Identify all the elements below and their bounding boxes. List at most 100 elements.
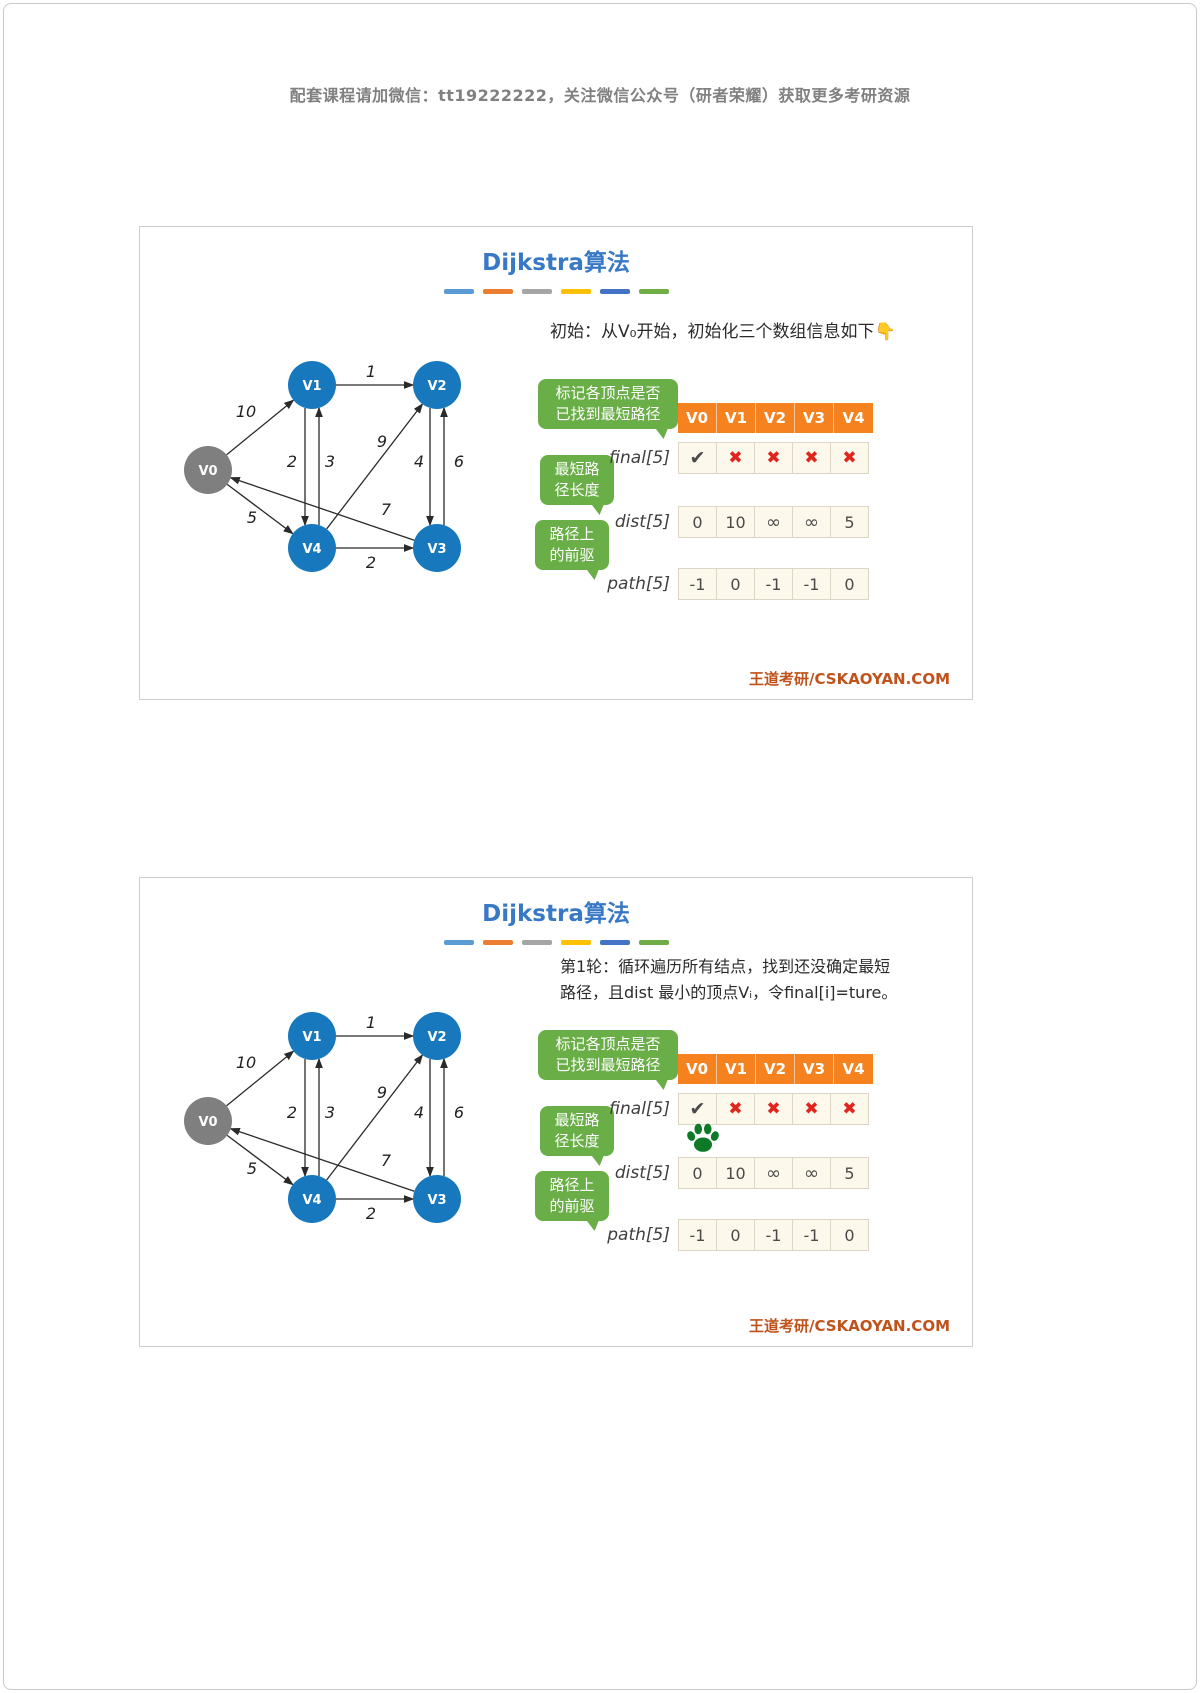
divider-dash — [599, 289, 630, 294]
path-cell-v1: 0 — [716, 568, 755, 600]
divider-dash — [482, 289, 513, 294]
node-v4: V4 — [288, 524, 336, 572]
divider-dash — [521, 289, 552, 294]
table-header-v1: V1 — [717, 403, 756, 433]
edge-weight-v4-v3: 2 — [366, 1204, 376, 1223]
slide-round1: Dijkstra算法 第1轮：循环遍历所有结点，找到还没确定最短 路径，且dis… — [139, 877, 973, 1347]
final-cell-v1: ✖ — [716, 1093, 755, 1125]
slide-caption: 初始：从V₀开始，初始化三个数组信息如下👇 — [550, 319, 896, 345]
final-cell-v4: ✖ — [830, 1093, 869, 1125]
note-path-line1: 路径上 — [549, 1176, 595, 1194]
table-row-dist: 0 10 ∞ ∞ 5 — [678, 506, 869, 538]
divider-dash — [638, 940, 669, 945]
edge-v0-v4 — [226, 483, 294, 535]
divider-dash — [482, 940, 513, 945]
final-cell-v2: ✖ — [754, 1093, 793, 1125]
path-cell-v4: 0 — [830, 568, 869, 600]
row-label-path: path[5] — [607, 1225, 670, 1245]
node-v3-label: V3 — [427, 1193, 446, 1208]
note-dist-line1: 最短路 — [554, 1111, 600, 1129]
note-dist-line1: 最短路 — [554, 460, 600, 478]
table-row-path: -1 0 -1 -1 0 — [678, 1219, 869, 1251]
brand-footer: 王道考研/CSKAOYAN.COM — [749, 1317, 950, 1335]
note-bubble-path: 路径上 的前驱 — [535, 1171, 609, 1221]
edge-weight-v4-v2: 9 — [377, 432, 387, 451]
divider-dash — [560, 289, 591, 294]
note-bubble-dist: 最短路 径长度 — [540, 455, 614, 505]
table-header-v1: V1 — [717, 1054, 756, 1084]
table-header-v0: V0 — [678, 403, 717, 433]
accent-divider — [140, 940, 972, 945]
table-row-final: ✔ ✖ ✖ ✖ ✖ — [678, 1093, 869, 1125]
caption-line-1: 第1轮：循环遍历所有结点，找到还没确定最短 — [560, 957, 891, 976]
final-cell-v1: ✖ — [716, 442, 755, 474]
slide-title: Dijkstra算法 — [482, 901, 630, 927]
table-header-v0: V0 — [678, 1054, 717, 1084]
caption-line-2: 路径，且dist 最小的顶点Vᵢ，令final[i]=ture。 — [560, 983, 898, 1002]
node-v4: V4 — [288, 1175, 336, 1223]
caption-line-1: 初始：从V₀开始，初始化三个数组信息如下👇 — [550, 322, 896, 342]
row-label-dist: dist[5] — [614, 1163, 670, 1183]
node-v0-label: V0 — [198, 464, 217, 479]
final-cell-v4: ✖ — [830, 442, 869, 474]
table-row-path: -1 0 -1 -1 0 — [678, 568, 869, 600]
row-label-path: path[5] — [607, 574, 670, 594]
slide-title: Dijkstra算法 — [482, 250, 630, 276]
table-header-row: V0 V1 V2 V3 V4 — [678, 1054, 873, 1084]
dist-cell-v4: 5 — [830, 506, 869, 538]
node-v0-label: V0 — [198, 1115, 217, 1130]
note-dist-line2: 径长度 — [554, 1132, 600, 1150]
note-bubble-dist: 最短路 径长度 — [540, 1106, 614, 1156]
row-label-final: final[5] — [609, 448, 670, 468]
dist-cell-v3: ∞ — [792, 1157, 831, 1189]
node-v2-label: V2 — [427, 1030, 446, 1045]
node-v4-label: V4 — [302, 1193, 321, 1208]
edge-weight-v1-v4: 2 — [287, 452, 297, 471]
node-v1-label: V1 — [302, 1030, 321, 1045]
edge-weight-v1-v2: 1 — [366, 1013, 376, 1032]
dist-cell-v0: 0 — [678, 1157, 717, 1189]
table-header-v2: V2 — [756, 403, 795, 433]
edge-weight-v4-v2: 9 — [377, 1083, 387, 1102]
row-label-dist: dist[5] — [614, 512, 670, 532]
edge-v0-v1 — [226, 1050, 295, 1107]
node-v1-label: V1 — [302, 379, 321, 394]
graph-diagram: 10 1 2 3 9 4 6 5 7 2 V0 V1 V2 — [184, 1012, 464, 1223]
edge-weight-v2-v3: 4 — [414, 452, 424, 471]
edge-v3-v0 — [229, 476, 415, 541]
table-header-v2: V2 — [756, 1054, 795, 1084]
edge-weight-v2-v3: 4 — [414, 1103, 424, 1122]
table-header-v4: V4 — [834, 403, 873, 433]
node-v2: V2 — [413, 1012, 461, 1060]
edge-weight-v3-v0: 7 — [381, 500, 392, 519]
final-cell-v0: ✔ — [678, 1093, 717, 1125]
table-header-v4: V4 — [834, 1054, 873, 1084]
edge-weight-v0-v4: 5 — [247, 508, 257, 527]
edge-weight-v0-v1: 10 — [236, 402, 256, 421]
slide-caption: 第1轮：循环遍历所有结点，找到还没确定最短 路径，且dist 最小的顶点Vᵢ，令… — [560, 954, 897, 1006]
note-path-line2: 的前驱 — [549, 546, 595, 564]
edge-weight-v1-v2: 1 — [366, 362, 376, 381]
accent-divider — [140, 289, 972, 294]
edge-v4-v2 — [326, 402, 424, 530]
note-final-line2: 已找到最短路径 — [555, 405, 661, 423]
brand-footer: 王道考研/CSKAOYAN.COM — [749, 670, 950, 688]
edge-v3-v0 — [229, 1127, 415, 1192]
table-row-final: ✔ ✖ ✖ ✖ ✖ — [678, 442, 869, 474]
note-bubble-final: 标记各顶点是否 已找到最短路径 — [538, 1030, 678, 1080]
edge-v4-v2 — [326, 1053, 424, 1181]
dist-cell-v1: 10 — [716, 1157, 755, 1189]
node-v3: V3 — [413, 524, 461, 572]
divider-dash — [521, 940, 552, 945]
paw-icon — [687, 1123, 719, 1152]
node-v0: V0 — [184, 446, 232, 494]
final-cell-v3: ✖ — [792, 1093, 831, 1125]
divider-dash — [638, 289, 669, 294]
edge-v0-v1 — [226, 399, 295, 456]
edge-weight-v0-v4: 5 — [247, 1159, 257, 1178]
note-final-line1: 标记各顶点是否 — [555, 384, 661, 402]
path-cell-v3: -1 — [792, 568, 831, 600]
divider-dash — [443, 289, 474, 294]
edge-weight-v3-v2: 6 — [454, 1103, 464, 1122]
table-header-v3: V3 — [795, 1054, 834, 1084]
